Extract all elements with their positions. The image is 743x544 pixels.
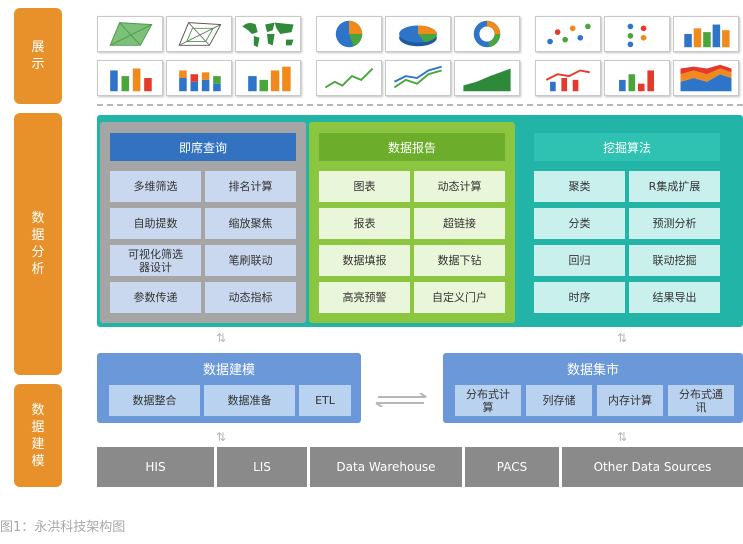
left-right-arrow-icon: [374, 392, 428, 408]
mart-item: 分布式计算: [455, 385, 521, 416]
pie-chart-icon: [316, 16, 382, 52]
report-item: 数据下钻: [414, 245, 505, 276]
mart-header: 数据集市: [566, 362, 619, 378]
source-other: Other Data Sources: [562, 447, 743, 487]
query-header: 即席查询: [110, 133, 296, 161]
report-item: 报表: [319, 208, 410, 239]
dot-plot-icon: [604, 16, 670, 52]
report-item: 图表: [319, 171, 410, 202]
line-bar-icon: [535, 60, 601, 96]
query-item: 自助提数: [110, 208, 201, 239]
donut-chart-icon: [454, 16, 520, 52]
mart-item: 分布式通讯: [668, 385, 734, 416]
scatter-icon: [535, 16, 601, 52]
stacked-area-icon: [673, 60, 739, 96]
mart-item: 内存计算: [597, 385, 663, 416]
mart-item: 列存储: [526, 385, 592, 416]
query-item: 多维筛选: [110, 171, 201, 202]
mining-item: 分类: [534, 208, 625, 239]
line-chart-icon: [316, 60, 382, 96]
side-label-modeling: 数据建模: [14, 384, 62, 487]
query-item: 笔刷联动: [205, 245, 296, 276]
report-item: 高亮预警: [319, 282, 410, 313]
divider-line: [97, 104, 743, 106]
report-item: 数据填报: [319, 245, 410, 276]
source-pacs: PACS: [465, 447, 559, 487]
stacked-bar-icon: [166, 60, 232, 96]
mining-item: 联动挖掘: [629, 245, 720, 276]
side-label-analysis: 数据分析: [14, 113, 62, 375]
up-down-arrow-icon: ⇅: [616, 430, 628, 444]
query-item: 可视化筛选器设计: [110, 245, 201, 276]
query-item: 排名计算: [205, 171, 296, 202]
mining-item: 预测分析: [629, 208, 720, 239]
multi-line-icon: [385, 60, 451, 96]
mining-item: R集成扩展: [629, 171, 720, 202]
pie-3d-icon: [385, 16, 451, 52]
figure-caption: 图1：永洪科技架构图: [0, 520, 126, 535]
query-item: 缩放聚焦: [205, 208, 296, 239]
report-header: 数据报告: [319, 133, 505, 161]
column-mix-icon: [604, 60, 670, 96]
query-item: 参数传递: [110, 282, 201, 313]
modeling-item: ETL: [299, 385, 351, 416]
world-map-icon: [235, 16, 301, 52]
bar-3d-icon: [673, 16, 739, 52]
mining-item: 时序: [534, 282, 625, 313]
radar-icon: [97, 16, 163, 52]
mining-item: 回归: [534, 245, 625, 276]
radar-outline-icon: [166, 16, 232, 52]
modeling-item: 数据整合: [109, 385, 200, 416]
source-his: HIS: [97, 447, 214, 487]
up-down-arrow-icon: ⇅: [215, 430, 227, 444]
query-item: 动态指标: [205, 282, 296, 313]
area-chart-icon: [454, 60, 520, 96]
up-down-arrow-icon: ⇅: [215, 331, 227, 345]
modeling-item: 数据准备: [204, 385, 295, 416]
modeling-header: 数据建模: [202, 362, 255, 378]
mining-item: 聚类: [534, 171, 625, 202]
report-item: 自定义门户: [414, 282, 505, 313]
side-label-display: 展示: [14, 8, 62, 104]
mining-header: 挖掘算法: [534, 133, 720, 161]
report-item: 超链接: [414, 208, 505, 239]
up-down-arrow-icon: ⇅: [616, 331, 628, 345]
mining-item: 结果导出: [629, 282, 720, 313]
bar-chart-icon: [97, 60, 163, 96]
source-lis: LIS: [217, 447, 307, 487]
source-data-warehouse: Data Warehouse: [310, 447, 462, 487]
bar-3d-multi-icon: [235, 60, 301, 96]
report-item: 动态计算: [414, 171, 505, 202]
